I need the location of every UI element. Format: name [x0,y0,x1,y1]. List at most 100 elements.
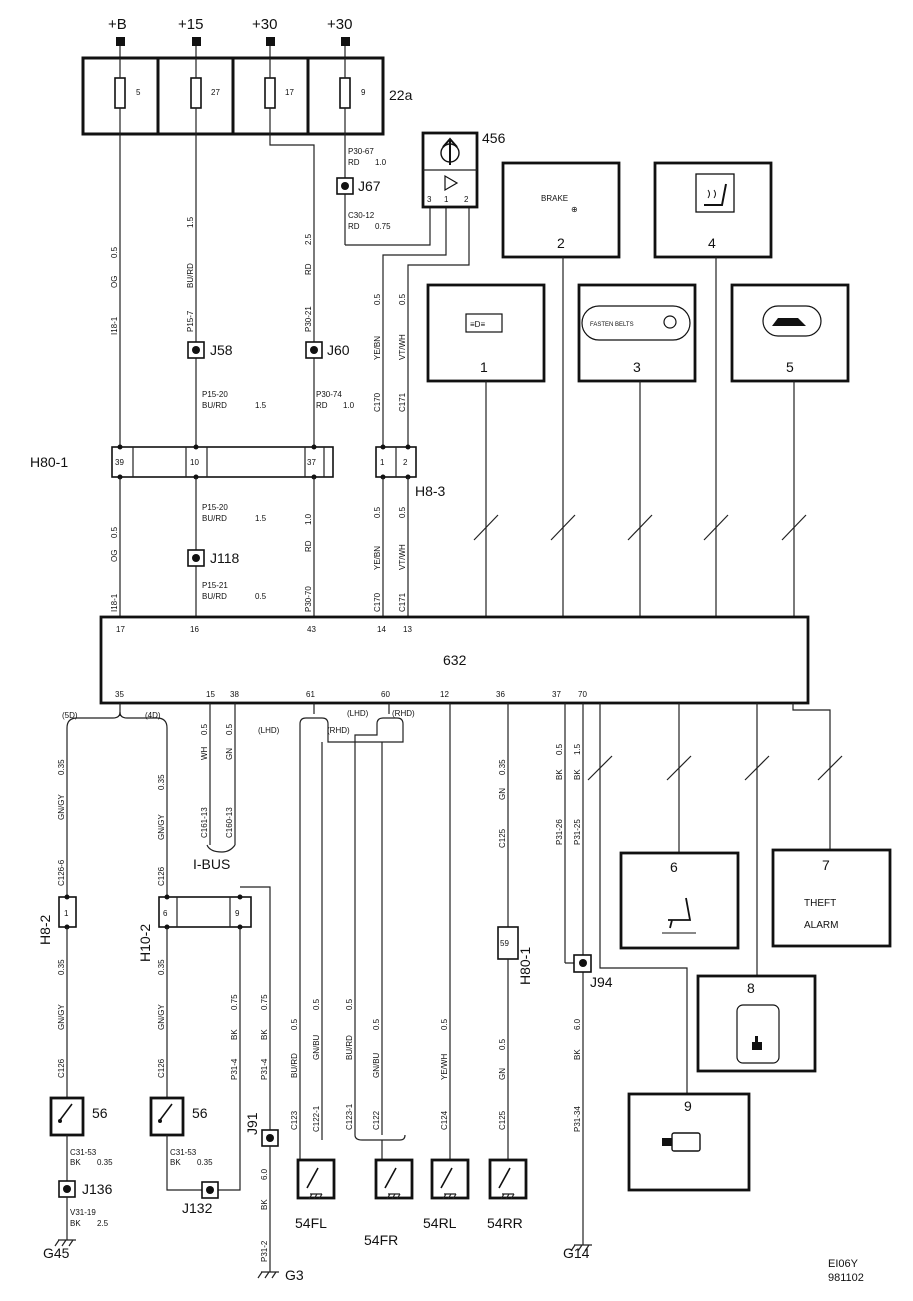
junction-j118: J118 [210,550,240,566]
pin-label: 17 [116,625,125,634]
mid-wires: J118 OG 0.5 I18-1 P15-20 BU/RD 1.5 P15-2… [110,477,409,617]
wire-color: BK [555,769,564,780]
brake-text: BRAKE [541,194,568,203]
seat-icon [668,897,692,929]
wire-gauge: 1.5 [186,216,195,228]
wire-circuit: P31-34 [573,1106,582,1132]
module-wires [473,257,807,617]
trunk-icon [772,318,806,326]
wire-gauge: 1.5 [255,514,267,523]
connector-label: H8-3 [415,483,446,499]
wire-color: VT/WH [398,334,407,360]
ground-wires: J94 0.5 BK P31-26 1.5 BK P31-25 6.0 BK P… [555,703,613,1245]
wire-gauge: 1.5 [573,743,582,755]
switch-56-right: 56 C31-53 BK 0.35 J132 [149,1096,219,1216]
fuse-9 [339,77,351,109]
wire-circuit: C30-12 [348,211,375,220]
ecu-632: 632 17 16 43 14 13 35 15 38 61 60 12 36 … [99,615,810,705]
module-8: 8 [696,974,817,1073]
rear-door-wires: 0.5 YE/WH C124 59 H80-1 0.35 GN C125 0.5… [440,703,533,1160]
door-wires: (RHD) (LHD) (RHD) 0.5 BU/RD C123 0.5 GN/… [290,703,415,1160]
lower-right-wires [587,703,843,1094]
fuse-9-label: 9 [361,88,366,97]
wire-circuit: C122-1 [312,1105,321,1132]
wire-color: RD [304,540,313,552]
connector-label: H80-1 [517,947,533,985]
ground-icon [570,1244,592,1252]
connector-h10-2 [158,896,252,928]
fuse-box: 5 27 17 9 22a [81,56,413,136]
junction-j91: J91 [244,1112,260,1135]
wire-color: OG [110,550,119,562]
upper-wires [119,134,470,448]
pin-label: 10 [190,458,199,467]
switch-56-left: 56 C31-53 BK 0.35 J136 V31-19 BK 2.5 G45 [43,1096,113,1261]
wire-gauge: 0.5 [345,998,354,1010]
upper-junctions: J67 J58 J60 [187,177,381,359]
wire-gauge: 0.5 [372,1018,381,1030]
wire-circuit: C126 [157,866,166,886]
lower-left-wires: (5D) (4D) GN/GY 0.35 C126-6 GN/GY 0.35 C… [37,703,271,1191]
pin-label: 3 [427,195,432,204]
switch-456: 3 1 2 456 [421,130,506,209]
ground-g3: G3 [285,1267,304,1283]
connector-h80-1: 39 10 37 H80-1 [30,444,334,480]
wire-color: GN [498,788,507,800]
wire-color: BK [573,769,582,780]
wire-circuit: I18-1 [110,316,119,335]
plus-30b-label: +30 [327,16,352,33]
module-number: 7 [822,857,830,873]
wire-gauge: 0.5 [498,1038,507,1050]
pin-label: 36 [496,690,505,699]
wire-color: GN/GY [157,814,166,840]
seatbelt-icon [663,315,677,329]
pin-label: 43 [307,625,316,634]
wire-gauge: 0.5 [290,1018,299,1030]
upper-wire-labels: OG 0.5 I18-1 BU/RD 1.5 P15-7 RD 2.5 P30-… [110,147,407,412]
wire-circuit: P31-25 [573,819,582,845]
ground-icon [386,1193,401,1200]
wire-gauge: 0.5 [373,506,382,518]
ground-g14: G14 [563,1245,590,1261]
wire-gauge: 6.0 [573,1018,582,1030]
variant-label: (LHD) [258,726,280,735]
wire-gauge: 0.5 [200,723,209,735]
pin-label: 1 [444,195,449,204]
wire-color: BU/RD [186,263,195,288]
junction-j136: J136 [82,1181,113,1197]
diagram-code: EI06Y [828,1258,859,1270]
wire-circuit: C161-13 [200,807,209,838]
brake-icon: ⊕ [571,205,578,214]
pin-label: 60 [381,690,390,699]
wire-gauge: 0.75 [260,994,269,1010]
connector-h8-3: 1 2 H8-3 [375,444,446,499]
wire-color: GN/BU [312,1034,321,1060]
wire-circuit: C124 [440,1110,449,1130]
module-6: 6 [619,851,740,950]
pin-label: 1 [64,909,69,918]
pin-label: 2 [403,458,408,467]
wire-gauge: 0.5 [398,506,407,518]
wire-circuit: P31-4 [260,1058,269,1080]
wire-color: RD [348,222,360,231]
pin-label: 1 [380,458,385,467]
module-number: 1 [480,359,488,375]
switch-54rr: 54RR [487,1215,523,1231]
pin-label: 13 [403,625,412,634]
pin-label: 2 [464,195,469,204]
wire-circuit: C122 [372,1110,381,1130]
wire-gauge: 0.5 [440,1018,449,1030]
wire-color: BK [230,1029,239,1040]
wire-circuit: P30-67 [348,147,374,156]
variant-label: (LHD) [347,709,369,718]
module-number: 3 [633,359,641,375]
wire-color: GN/GY [57,794,66,820]
ibus: WH 0.5 C161-13 GN 0.5 C160-13 I-BUS (LHD… [193,703,280,872]
wire-gauge: 6.0 [260,1168,269,1180]
wire-gauge: 0.35 [498,759,507,775]
pin-label: 12 [440,690,449,699]
j91-ground: J91 6.0 BK P31-2 G3 [244,1112,304,1283]
wire-circuit: C171 [398,392,407,412]
wire-color: WH [200,746,209,760]
module-number: 6 [670,859,678,875]
